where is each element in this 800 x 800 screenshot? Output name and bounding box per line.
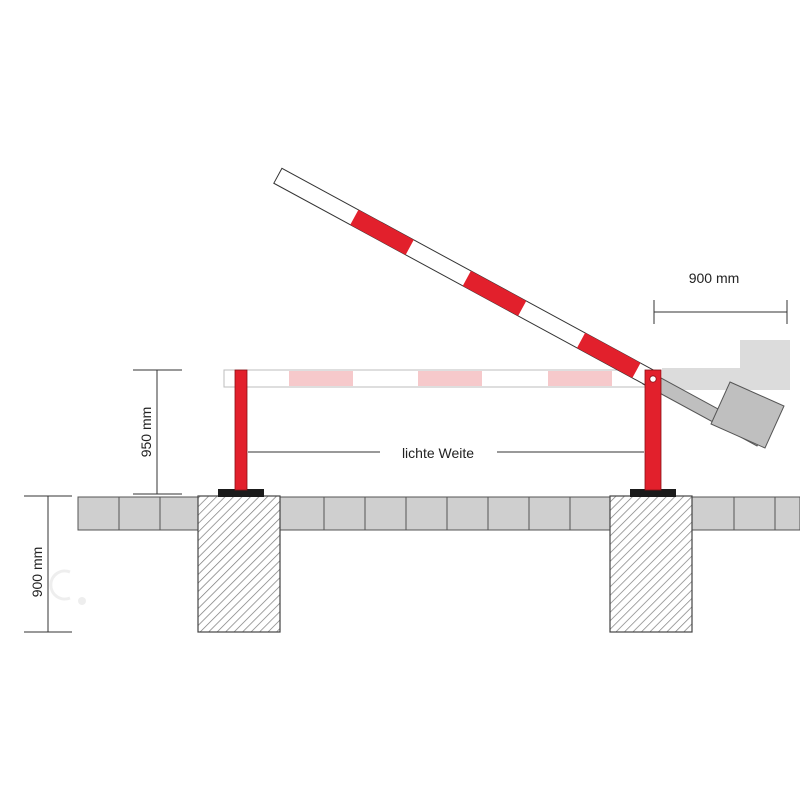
watermark-logo xyxy=(49,569,86,605)
foundation-left xyxy=(197,495,281,633)
boom-raised xyxy=(273,167,659,389)
ghost-counterweight-horizontal xyxy=(662,340,790,390)
dimension-clear-width-label: lichte Weite xyxy=(402,445,474,461)
support-post-left xyxy=(218,369,264,497)
dimension-counterweight-length-label: 900 mm xyxy=(689,270,740,286)
counterweight-arm-tilted xyxy=(642,371,785,449)
dimension-bar-height xyxy=(133,369,182,495)
dimension-foundation-depth xyxy=(24,495,72,633)
dimension-foundation-depth-label: 900 mm xyxy=(29,547,45,598)
dimension-counterweight-length xyxy=(653,300,788,324)
foundation-right xyxy=(609,495,693,633)
boom-closed-faded xyxy=(223,369,657,388)
pivot-bolt-icon xyxy=(649,375,657,383)
dimension-bar-height-label: 950 mm xyxy=(138,407,154,458)
pivot-post-right xyxy=(630,369,676,497)
